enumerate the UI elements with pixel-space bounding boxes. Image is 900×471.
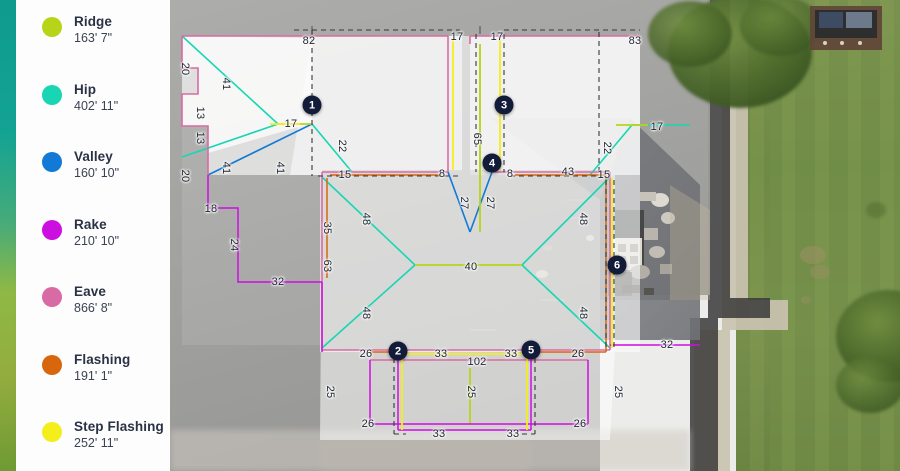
measurement-label: 22 xyxy=(336,139,348,153)
legend-dot-icon xyxy=(42,84,62,105)
measurement-label: 82 xyxy=(302,35,316,47)
legend-dot-icon xyxy=(42,354,62,375)
measurement-label: 26 xyxy=(359,348,373,360)
legend-dot-icon xyxy=(42,152,62,172)
diagram-marker-3[interactable]: 3 xyxy=(494,95,514,115)
legend-dot-icon xyxy=(42,287,62,307)
measurement-label: 33 xyxy=(432,428,446,440)
measurement-label: 65 xyxy=(471,132,483,146)
measurement-label: 63 xyxy=(321,259,333,273)
legend-item-name: Valley xyxy=(74,149,113,164)
measurement-label: 33 xyxy=(504,348,518,360)
measurement-label: 27 xyxy=(484,196,496,210)
legend-text: Valley 160' 10" xyxy=(74,149,119,182)
measurement-label: 17 xyxy=(650,121,664,133)
legend-item-name: Ridge xyxy=(74,14,113,29)
measurement-label: 48 xyxy=(577,306,589,320)
legend-text: Eave 866' 8" xyxy=(74,284,112,317)
measurement-label: 33 xyxy=(434,348,448,360)
legend-item-step-flashing[interactable]: Step Flashing 252' 11" xyxy=(16,419,170,471)
measurement-label: 13 xyxy=(194,131,206,145)
measurement-label: 20 xyxy=(179,62,191,76)
measurement-label: 48 xyxy=(577,212,589,226)
measurement-label: 32 xyxy=(660,339,674,351)
measurement-label: 102 xyxy=(467,356,487,368)
measurement-label: 17 xyxy=(490,31,504,43)
diagram-marker-4[interactable]: 4 xyxy=(482,153,502,173)
legend-text: Step Flashing 252' 11" xyxy=(74,419,164,452)
measurement-label: 15 xyxy=(338,169,352,181)
measurement-label: 26 xyxy=(361,418,375,430)
measurement-label: 41 xyxy=(220,77,232,91)
measurement-label: 48 xyxy=(360,306,372,320)
measurement-label: 48 xyxy=(360,212,372,226)
measurement-label: 8 xyxy=(506,168,514,180)
measurement-label: 25 xyxy=(324,385,336,399)
legend-item-value: 402' 11" xyxy=(74,98,119,113)
legend-dot-icon xyxy=(42,219,62,240)
measurement-label: 18 xyxy=(204,203,218,215)
measurement-label: 41 xyxy=(220,161,232,175)
measurement-label: 17 xyxy=(450,31,464,43)
legend-item-valley[interactable]: Valley 160' 10" xyxy=(16,149,170,201)
diagram-marker-1[interactable]: 1 xyxy=(302,95,322,115)
accent-gradient-bar xyxy=(0,0,16,471)
legend-item-value: 160' 10" xyxy=(74,166,120,180)
measurement-label: 13 xyxy=(194,106,206,120)
diagram-marker-5[interactable]: 5 xyxy=(521,340,541,360)
diagram-marker-6[interactable]: 6 xyxy=(607,255,627,275)
diagram-marker-2[interactable]: 2 xyxy=(388,341,408,361)
legend-item-name: Flashing xyxy=(74,351,131,367)
legend-item-name: Rake xyxy=(74,216,107,232)
legend-dot-icon xyxy=(42,422,62,442)
legend-item-value: 210' 10" xyxy=(74,233,120,248)
measurement-label: 8 xyxy=(438,168,446,180)
measurement-label: 41 xyxy=(274,161,286,175)
legend-item-name: Eave xyxy=(74,284,106,299)
measurement-label: 24 xyxy=(228,238,240,252)
measurement-label: 26 xyxy=(573,418,587,430)
measurement-label: 32 xyxy=(271,276,285,288)
legend-item-name: Step Flashing xyxy=(74,419,164,434)
measurement-label: 43 xyxy=(561,166,575,178)
legend-item-eave[interactable]: Eave 866' 8" xyxy=(16,284,170,336)
measurement-label: 22 xyxy=(601,141,613,155)
measurement-label: 35 xyxy=(321,221,333,235)
measurement-label: 27 xyxy=(458,196,470,210)
measurement-label: 17 xyxy=(284,118,298,130)
legend-item-ridge[interactable]: Ridge 163' 7" xyxy=(16,14,170,66)
legend-item-value: 252' 11" xyxy=(74,436,119,450)
legend-dot-icon xyxy=(42,17,62,37)
measurement-label: 83 xyxy=(628,35,642,47)
measurement-label: 15 xyxy=(597,169,611,181)
measurement-label: 40 xyxy=(464,261,478,273)
measurement-label: 25 xyxy=(612,385,624,399)
measurement-label: 20 xyxy=(179,169,191,183)
measurement-label: 25 xyxy=(465,385,477,399)
legend-item-value: 163' 7" xyxy=(74,31,113,45)
measurement-label: 33 xyxy=(506,428,520,440)
legend-item-value: 866' 8" xyxy=(74,301,113,315)
aerial-imagery-and-roof-overlay xyxy=(170,0,900,471)
measurement-label: 26 xyxy=(571,348,585,360)
legend-item-name: Hip xyxy=(74,81,97,97)
legend-text: Ridge 163' 7" xyxy=(74,14,112,47)
legend-item-value: 191' 1" xyxy=(74,368,113,383)
